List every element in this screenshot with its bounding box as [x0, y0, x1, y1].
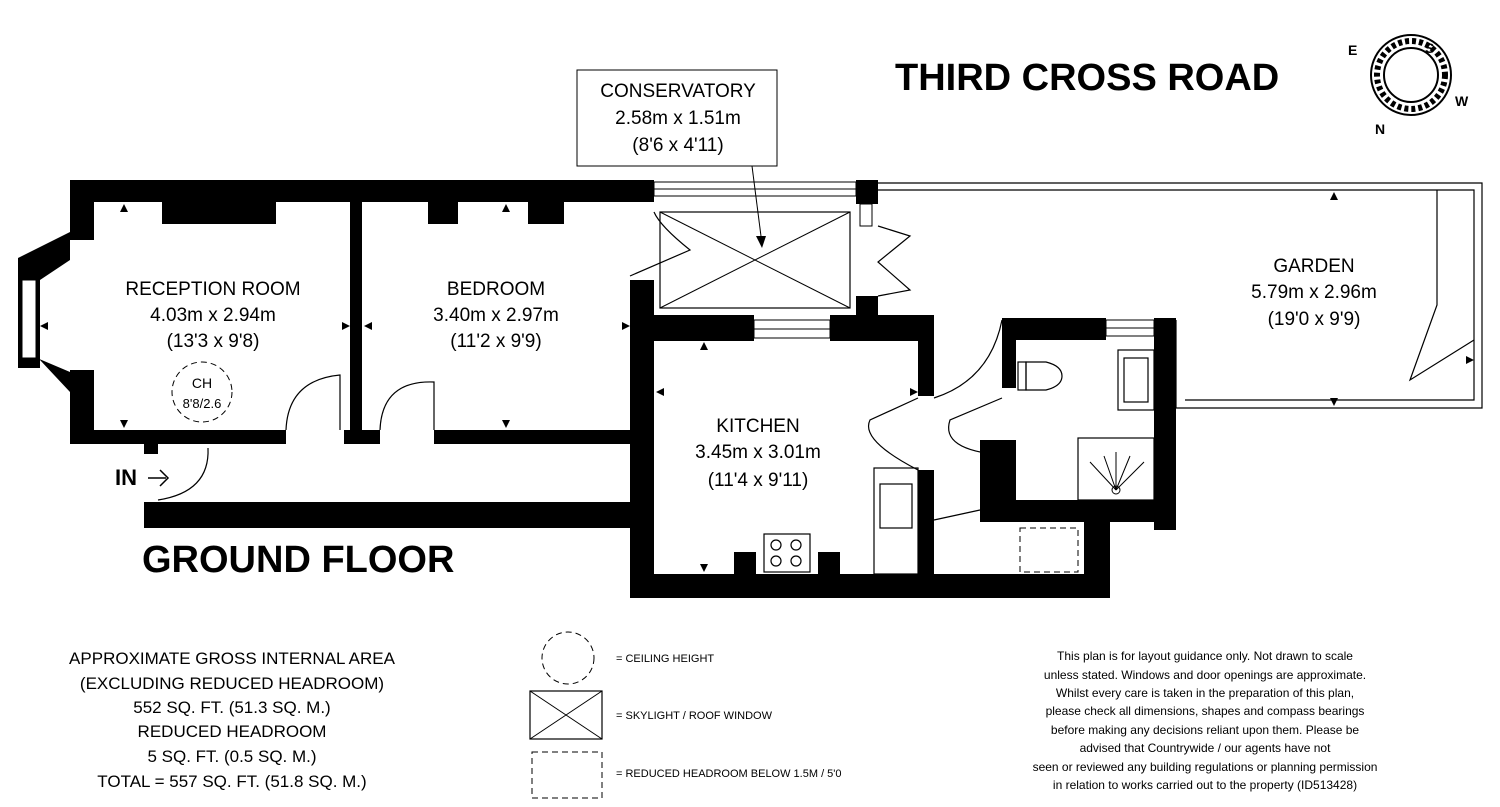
- kitchen-metric: 3.45m x 3.01m: [695, 442, 821, 463]
- legend-skylight-icon: [529, 690, 603, 740]
- area-line-6: TOTAL = 557 SQ. FT. (51.8 SQ. M.): [97, 772, 366, 791]
- garden-metric: 5.79m x 2.96m: [1251, 282, 1377, 303]
- walls: [18, 180, 1176, 598]
- legend-reduced-icon: [531, 751, 603, 799]
- area-line-2: (EXCLUDING REDUCED HEADROOM): [80, 674, 384, 693]
- conservatory-imperial: (8'6 x 4'11): [632, 135, 723, 156]
- kitchen-name: KITCHEN: [716, 416, 799, 437]
- dimension-arrows: [40, 192, 1474, 572]
- compass-e: E: [1348, 42, 1357, 58]
- area-line-3: 552 SQ. FT. (51.3 SQ. M.): [133, 698, 330, 717]
- fixtures: [734, 349, 1155, 576]
- garden-imperial: (19'0 x 9'9): [1268, 309, 1361, 330]
- reception-name: RECEPTION ROOM: [125, 279, 300, 300]
- area-line-4: REDUCED HEADROOM: [138, 722, 327, 741]
- ceiling-marker-label: CH: [192, 375, 212, 391]
- conservatory-label-box: [576, 69, 778, 167]
- compass-w: W: [1455, 93, 1469, 109]
- bedroom-imperial: (11'2 x 9'9): [450, 331, 541, 352]
- legend-ceiling-icon: [541, 631, 595, 685]
- disclaimer-line: seen or reviewed any building regulation…: [1033, 760, 1378, 774]
- legend-reduced-text: = REDUCED HEADROOM BELOW 1.5M / 5'0: [616, 768, 842, 780]
- disclaimer: This plan is for layout guidance only. N…: [1033, 649, 1378, 792]
- disclaimer-line: advised that Countrywide / our agents ha…: [1080, 741, 1331, 755]
- garden-name: GARDEN: [1273, 256, 1354, 277]
- disclaimer-line: unless stated. Windows and door openings…: [1044, 668, 1366, 682]
- disclaimer-line: please check all dimensions, shapes and …: [1046, 704, 1365, 718]
- area-line-5: 5 SQ. FT. (0.5 SQ. M.): [147, 747, 316, 766]
- reception-metric: 4.03m x 2.94m: [150, 305, 276, 326]
- street-title: THIRD CROSS ROAD: [895, 57, 1279, 99]
- area-line-1: APPROXIMATE GROSS INTERNAL AREA: [69, 649, 396, 668]
- disclaimer-line: before making any decisions reliant upon…: [1051, 723, 1360, 737]
- entry-arrow-icon: [148, 469, 170, 487]
- kitchen-imperial: (11'4 x 9'11): [708, 470, 809, 491]
- conservatory-name: CONSERVATORY: [600, 81, 756, 102]
- floor-title: GROUND FLOOR: [142, 539, 454, 581]
- disclaimer-line: This plan is for layout guidance only. N…: [1057, 649, 1353, 663]
- conservatory-metric: 2.58m x 1.51m: [615, 108, 741, 129]
- bedroom-metric: 3.40m x 2.97m: [433, 305, 559, 326]
- bedroom-name: BEDROOM: [447, 279, 545, 300]
- ceiling-marker-value: 8'8/2.6: [183, 396, 222, 411]
- skylight: [659, 211, 851, 309]
- compass-s: S: [1425, 40, 1434, 56]
- legend-ceiling-text: = CEILING HEIGHT: [616, 653, 714, 665]
- reception-imperial: (13'3 x 9'8): [167, 331, 260, 352]
- compass-icon: S E W N: [1348, 34, 1469, 137]
- legend-skylight-text: = SKYLIGHT / ROOF WINDOW: [616, 710, 773, 722]
- ceiling-height-marker: [171, 361, 233, 423]
- compass-n: N: [1375, 121, 1385, 137]
- entry-label: IN: [115, 465, 137, 490]
- doors: [157, 211, 1003, 521]
- windows: [653, 181, 1155, 339]
- disclaimer-line: Whilst every care is taken in the prepar…: [1056, 686, 1354, 700]
- garden-outline: [878, 182, 1483, 409]
- disclaimer-line: in relation to works carried out to the …: [1053, 778, 1357, 792]
